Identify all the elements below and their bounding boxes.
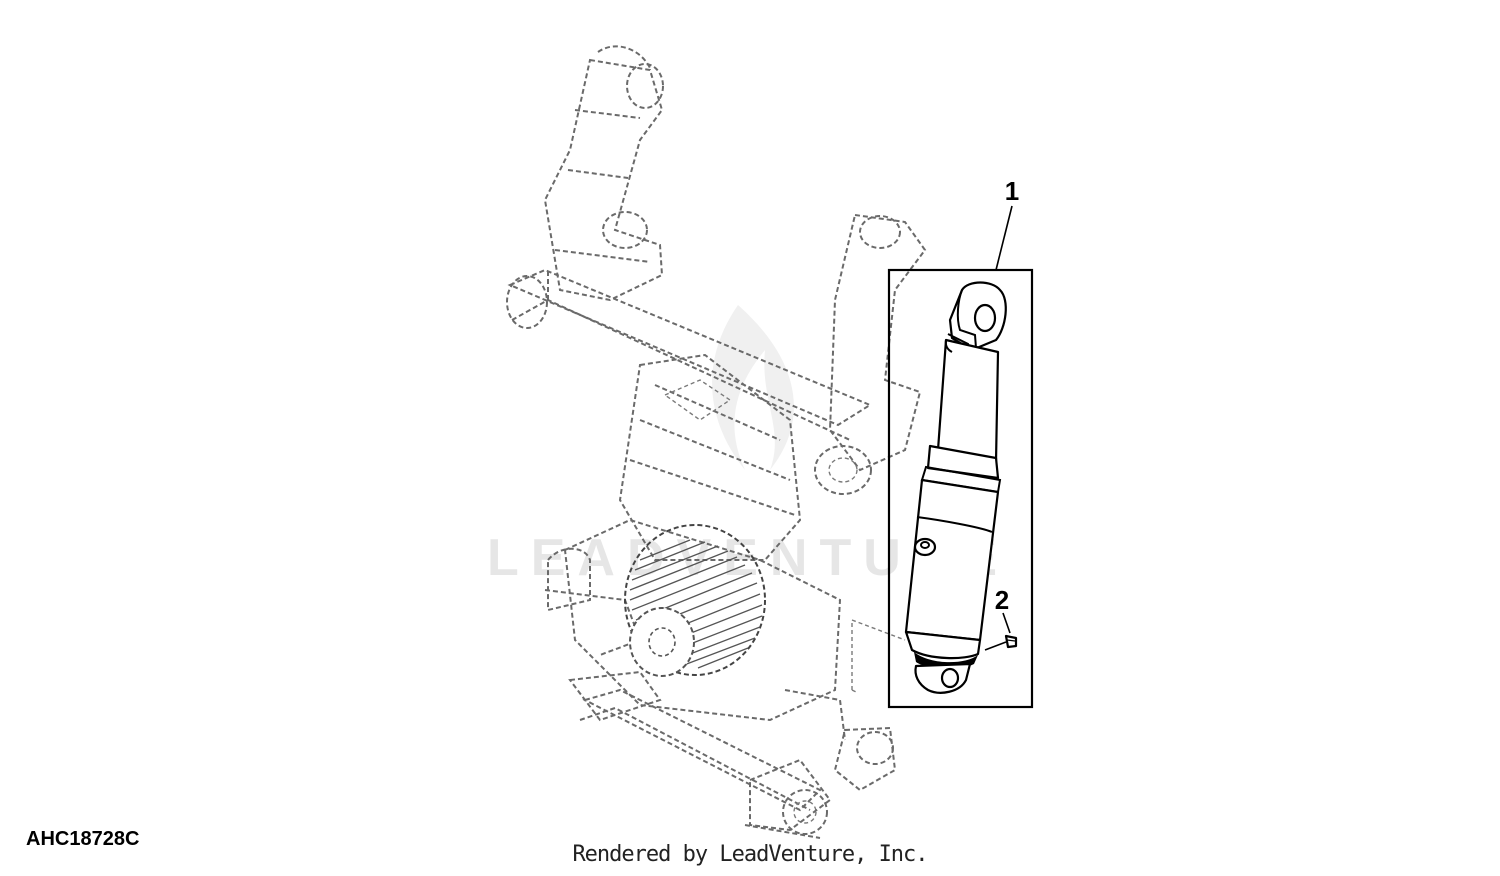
callout-1: 1 — [1005, 176, 1019, 206]
installation-leader — [851, 618, 906, 694]
render-credit: Rendered by LeadVenture, Inc. — [572, 842, 928, 867]
leader-line-2 — [1002, 612, 1011, 634]
callout-2: 2 — [995, 585, 1009, 615]
ghost-pulley-hatched — [624, 524, 766, 677]
detail-box — [887, 268, 1034, 709]
figure-code: AHC18728C — [26, 828, 140, 850]
leader-line-2b — [984, 641, 1007, 651]
port-fitting — [913, 537, 937, 557]
leader-line-1 — [995, 205, 1013, 271]
hydraulic-cylinder — [904, 281, 1007, 694]
ghost-frame-assembly — [506, 45, 927, 839]
grease-fitting — [1004, 634, 1018, 649]
